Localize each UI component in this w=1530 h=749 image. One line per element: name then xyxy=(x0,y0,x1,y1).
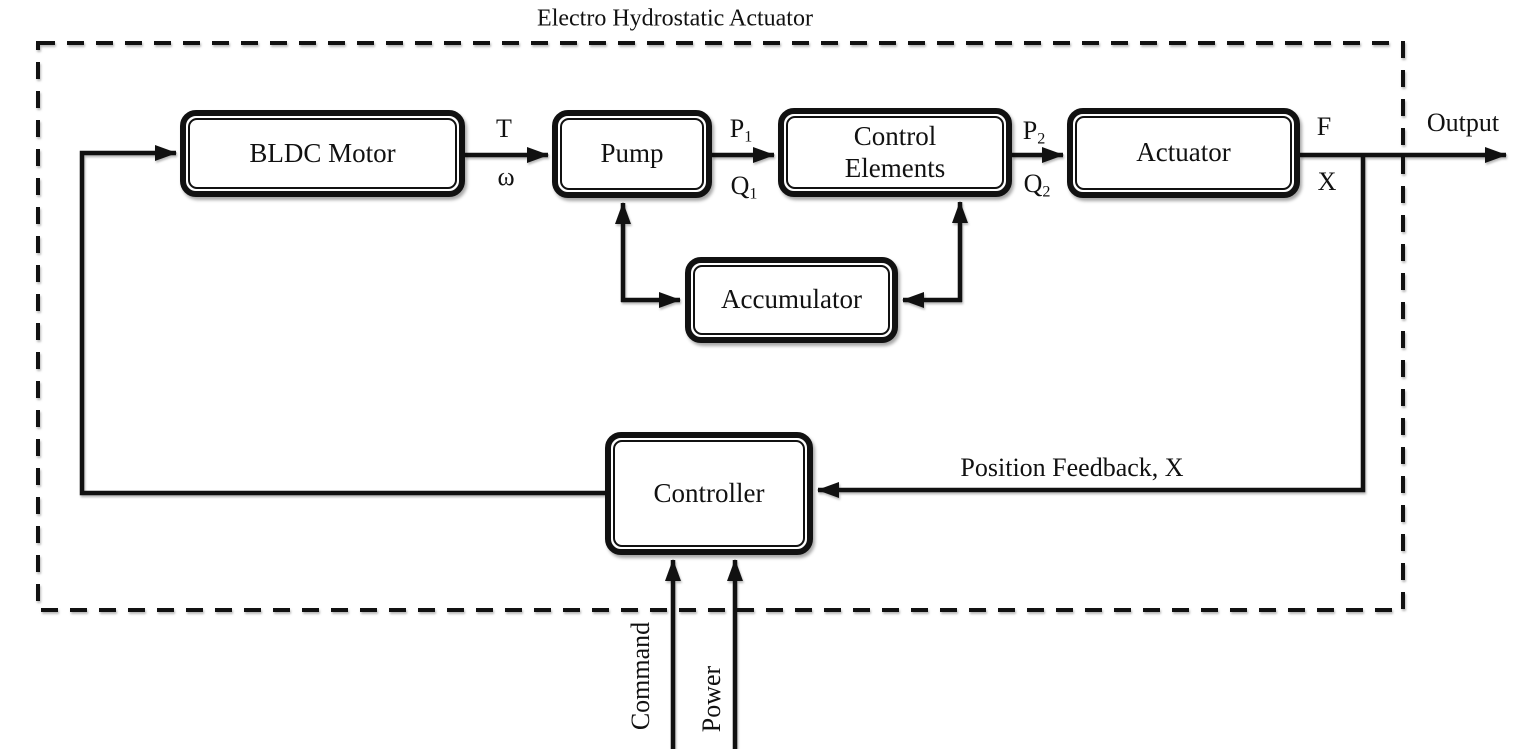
output-label: Output xyxy=(1426,108,1500,137)
q2-base: Q xyxy=(1023,169,1043,198)
position-feedback-label: Position Feedback, X xyxy=(960,453,1184,482)
actuator-label: Actuator xyxy=(1136,137,1231,168)
block-control-elements: Control Elements xyxy=(778,108,1012,197)
p1-subscript: 1 xyxy=(744,128,753,146)
diagram-title: Electro Hydrostatic Actuator xyxy=(537,5,813,32)
block-pump: Pump xyxy=(552,110,712,198)
p2-signal-label: P2 xyxy=(1022,116,1046,148)
omega-signal-label: ω xyxy=(497,162,515,191)
controller-to-motor-line xyxy=(79,145,605,496)
command-label: Command xyxy=(626,621,655,731)
accumulator-label: Accumulator xyxy=(721,284,862,315)
q2-signal-label: Q2 xyxy=(1023,169,1051,201)
q1-signal-label: Q1 xyxy=(730,171,758,203)
control-elements-label: Control Elements xyxy=(844,121,946,183)
controller-label: Controller xyxy=(653,477,765,508)
q2-subscript: 2 xyxy=(1042,183,1051,201)
bldc-motor-label: BLDC Motor xyxy=(249,137,396,168)
pump-label: Pump xyxy=(600,138,664,169)
q1-base: Q xyxy=(730,171,750,200)
block-accumulator: Accumulator xyxy=(685,257,898,343)
torque-signal-label: T xyxy=(496,114,512,143)
block-actuator: Actuator xyxy=(1067,108,1300,198)
q1-subscript: 1 xyxy=(749,185,758,203)
force-signal-label: F xyxy=(1316,112,1332,141)
p2-base: P xyxy=(1022,116,1038,145)
p2-subscript: 2 xyxy=(1037,130,1046,148)
power-label: Power xyxy=(697,665,726,733)
position-feedback-line xyxy=(817,155,1366,498)
position-signal-label: X xyxy=(1317,167,1337,196)
block-controller: Controller xyxy=(605,432,813,555)
system-boundary-dashed-box xyxy=(36,41,1405,612)
p1-signal-label: P1 xyxy=(729,114,753,146)
p1-base: P xyxy=(729,114,745,143)
block-bldc-motor: BLDC Motor xyxy=(180,110,465,197)
